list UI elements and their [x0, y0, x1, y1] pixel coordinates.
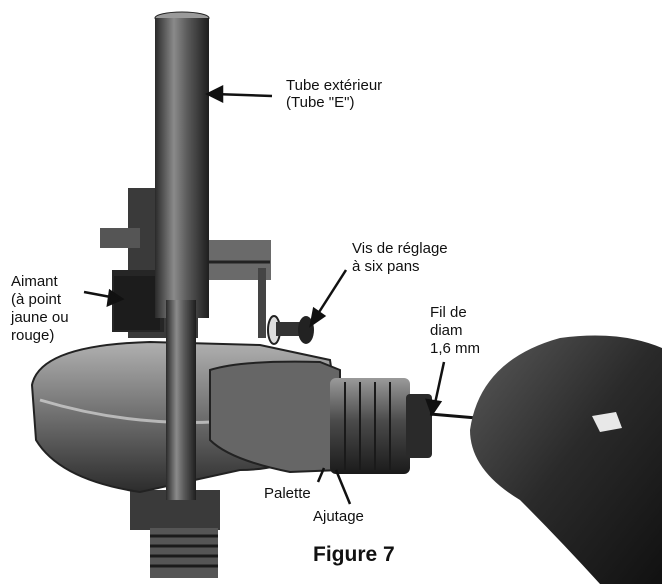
palette-label: Palette [264, 485, 311, 502]
magnet-label-line2: (à point [11, 291, 62, 308]
hand [470, 335, 662, 584]
wire-label-line2: diam [430, 322, 463, 339]
screw-label-line1: Vis de réglage [352, 240, 448, 257]
magnet [114, 276, 160, 330]
nozzle-label: Ajutage [313, 508, 364, 525]
nozzle-assembly [209, 360, 432, 474]
magnet-label-line3: jaune ou [11, 309, 69, 326]
pointer-arrows [83, 84, 446, 505]
tube-label-line1: Tube extérieur [286, 77, 383, 94]
wire-label-line3: 1,6 mm [430, 340, 481, 357]
magnet-label-line1: Aimant [11, 273, 58, 290]
magnet-label-line4: rouge) [11, 327, 55, 344]
bottom-fitting [130, 490, 220, 578]
screw-label-line2: à six pans [352, 258, 420, 275]
wire-label-line1: Fil de [430, 304, 467, 321]
outer-tube [154, 11, 210, 500]
tube-label-line2: (Tube "E") [286, 94, 355, 111]
adjustment-screw [267, 315, 314, 345]
figure-caption: Figure 7 [313, 543, 395, 566]
